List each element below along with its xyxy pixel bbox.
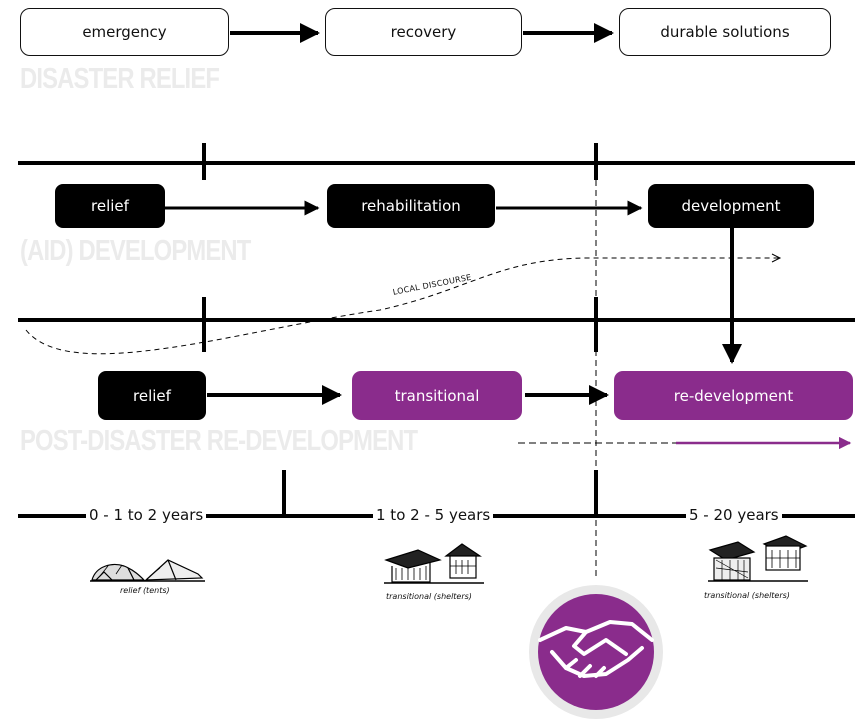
local-discourse-curve bbox=[25, 257, 780, 355]
stage-rehabilitation: rehabilitation bbox=[327, 184, 495, 228]
stage-recovery: recovery bbox=[325, 8, 522, 56]
stage-transitional-label: transitional bbox=[394, 386, 480, 405]
stage-development-label: development bbox=[681, 197, 781, 215]
caption-shelters-1: transitional (shelters) bbox=[386, 592, 472, 601]
shelters-icon-1 bbox=[384, 543, 484, 584]
section-label-post-disaster: POST-DISASTER RE-DEVELOPMENT bbox=[20, 425, 418, 457]
local-discourse-arrowhead bbox=[771, 253, 782, 263]
stage-re-development-label: re-development bbox=[673, 386, 794, 405]
shelters-icon-2 bbox=[708, 535, 808, 582]
stage-transitional: transitional bbox=[352, 371, 522, 420]
handshake-icon bbox=[529, 585, 663, 719]
stage-rehabilitation-label: rehabilitation bbox=[361, 197, 461, 215]
period-label-1: 0 - 1 to 2 years bbox=[86, 506, 207, 524]
stage-durable-solutions-label: durable solutions bbox=[660, 23, 790, 41]
section-label-disaster-relief: DISASTER RELIEF bbox=[20, 63, 220, 95]
period-label-3: 5 - 20 years bbox=[686, 506, 782, 524]
stage-re-development: re-development bbox=[614, 371, 853, 420]
stage-emergency: emergency bbox=[20, 8, 229, 56]
stage-emergency-label: emergency bbox=[82, 23, 167, 41]
caption-tents: relief (tents) bbox=[120, 586, 170, 595]
stage-aid-relief: relief bbox=[55, 184, 165, 228]
stage-development: development bbox=[648, 184, 814, 228]
stage-post-relief: relief bbox=[98, 371, 206, 420]
period-label-2: 1 to 2 - 5 years bbox=[373, 506, 494, 524]
stage-recovery-label: recovery bbox=[390, 23, 457, 41]
tents-icon bbox=[90, 559, 205, 582]
stage-aid-relief-label: relief bbox=[91, 197, 129, 215]
stage-post-relief-label: relief bbox=[133, 386, 171, 405]
stage-durable-solutions: durable solutions bbox=[619, 8, 831, 56]
caption-shelters-2: transitional (shelters) bbox=[704, 591, 790, 600]
section-label-aid-development: (AID) DEVELOPMENT bbox=[20, 235, 251, 267]
